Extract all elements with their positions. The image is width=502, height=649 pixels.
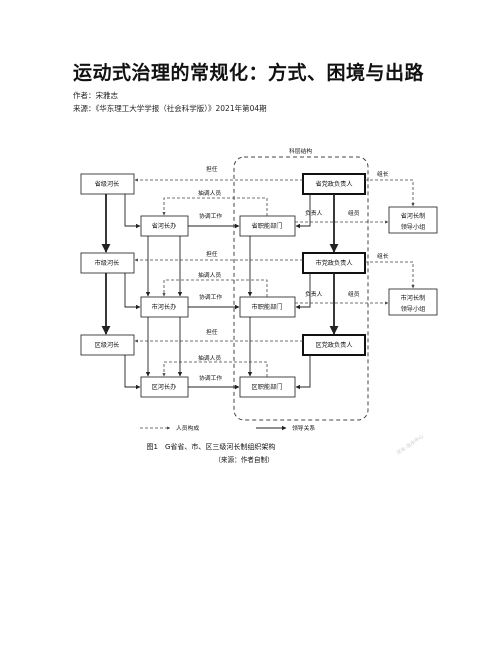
- lead-dist-chief-office: [124, 355, 141, 390]
- city-group-box: [388, 288, 438, 316]
- legend-leadership-label: 领导关系: [292, 424, 315, 432]
- city-dept-label: 市职能部门: [252, 303, 283, 311]
- coordinate-label-prov: 协调工作: [199, 212, 222, 220]
- lead-dist-party-dept: [295, 355, 311, 390]
- frame-label: 科层结构: [289, 147, 312, 155]
- incharge-label-city: 负责人: [305, 290, 323, 298]
- transfer-label-city: 抽调人员: [198, 271, 221, 279]
- coordinate-label-dist: 协调工作: [199, 374, 222, 382]
- serve-label-prov: 担任: [206, 165, 218, 173]
- city-office-label: 市河长办: [152, 303, 177, 311]
- prov-chief-box: [80, 173, 135, 195]
- lead-city-chief-office: [124, 273, 141, 310]
- prov-group-label-2: 领导小组: [401, 223, 426, 231]
- watermark: 河长·治水中心: [395, 433, 425, 457]
- serve-label-city: 担任: [206, 250, 218, 258]
- figure-caption-source: （来源：作者自制）: [214, 455, 273, 464]
- prov-group-box: [388, 206, 438, 234]
- leader-label-city: 组长: [377, 252, 389, 260]
- lead-prov-party-dept: [295, 194, 311, 229]
- city-chief-box: [80, 252, 135, 274]
- source-line: 来源：《华东理工大学学报（社会科学版）》2021年第04期: [73, 104, 267, 113]
- paper-title: 运动式治理的常规化：方式、困境与出路: [73, 62, 425, 84]
- city-chief-label: 市级河长: [95, 259, 120, 267]
- transfer-arrow-dist: [162, 361, 268, 377]
- prov-group-label-1: 省河长制: [401, 212, 426, 220]
- lead-city-party-dept: [295, 273, 311, 310]
- transfer-label-dist: 抽调人员: [198, 354, 221, 362]
- dist-party-label: 区党政负责人: [315, 341, 352, 349]
- transfer-label-prov: 抽调人员: [198, 189, 221, 197]
- city-group-label-2: 领导小组: [401, 305, 426, 313]
- city-group-label-1: 市河长制: [401, 294, 426, 302]
- transfer-arrow-city: [162, 279, 268, 297]
- prov-chief-label: 省级河长: [95, 180, 120, 188]
- member-label-city: 组员: [348, 290, 360, 298]
- dist-dept-label: 区职能部门: [252, 383, 283, 391]
- city-dept-box: [239, 296, 296, 318]
- city-party-label: 市党政负责人: [315, 259, 352, 267]
- prov-office-label: 省河长办: [152, 222, 177, 230]
- dist-office-label: 区河长办: [152, 383, 177, 391]
- incharge-label-prov: 负责人: [305, 209, 323, 217]
- prov-dept-box: [239, 215, 296, 237]
- dist-chief-box: [80, 334, 135, 356]
- dist-dept-box: [239, 376, 296, 398]
- member-label-prov: 组员: [348, 209, 360, 217]
- lead-prov-chief-office: [124, 194, 141, 229]
- leader-label-prov: 组长: [377, 170, 389, 178]
- bureaucracy-frame: [233, 156, 369, 421]
- prov-party-label: 省党政负责人: [315, 180, 352, 188]
- leader-arrow-city: [365, 261, 415, 289]
- leader-arrow-prov: [365, 179, 415, 207]
- legend-personnel-label: 人员构成: [176, 424, 199, 432]
- dist-party-box: [302, 334, 366, 356]
- prov-dept-label: 省职能部门: [252, 222, 283, 230]
- author-line: 作者：宋雅志: [73, 91, 118, 100]
- coordinate-label-city: 协调工作: [199, 293, 222, 301]
- serve-label-dist: 担任: [206, 328, 218, 336]
- dist-chief-label: 区级河长: [95, 341, 120, 349]
- figure-caption: 图1 G省省、市、区三级河长制组织架构: [147, 442, 276, 451]
